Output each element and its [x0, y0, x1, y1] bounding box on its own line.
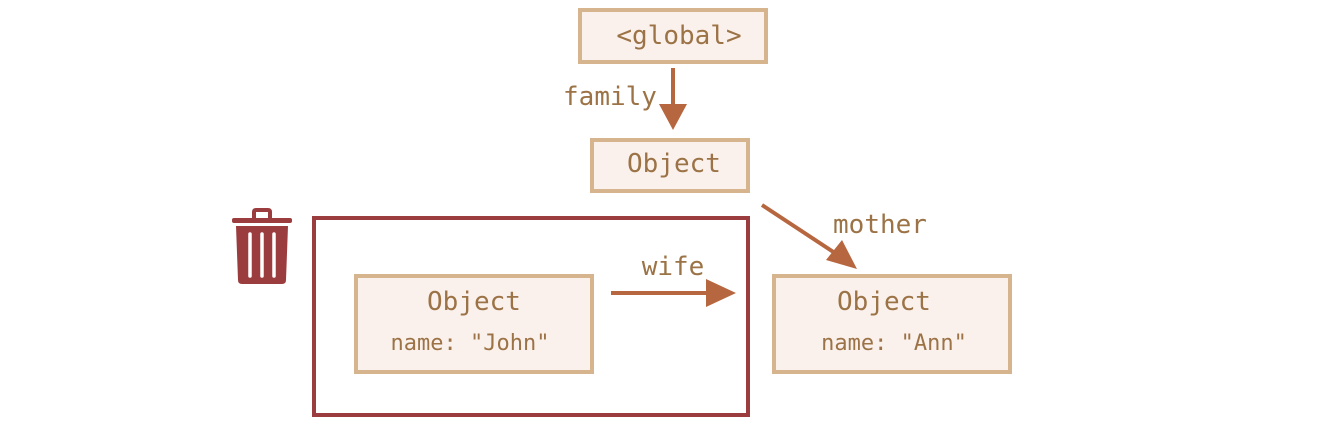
- family-object-node: Object: [590, 138, 750, 193]
- family-object-title: Object: [627, 149, 721, 179]
- ann-object-title: Object: [837, 287, 931, 317]
- trash-icon: [232, 208, 292, 284]
- mother-arrow: [760, 203, 857, 269]
- john-name-field: name: "John": [391, 331, 550, 356]
- john-object-node: Object name: "John": [354, 274, 594, 374]
- wife-label: wife: [642, 252, 705, 282]
- john-object-title: Object: [427, 287, 521, 317]
- family-arrow: [659, 68, 687, 130]
- global-node-title: <global>: [616, 21, 741, 51]
- global-node: <global>: [578, 8, 768, 64]
- ann-object-node: Object name: "Ann": [772, 274, 1012, 374]
- unreachable-frame: [312, 216, 750, 417]
- wife-arrow: [611, 279, 736, 307]
- ann-name-field: name: "Ann": [821, 331, 967, 356]
- mother-label: mother: [833, 210, 927, 240]
- family-label: family: [563, 82, 657, 112]
